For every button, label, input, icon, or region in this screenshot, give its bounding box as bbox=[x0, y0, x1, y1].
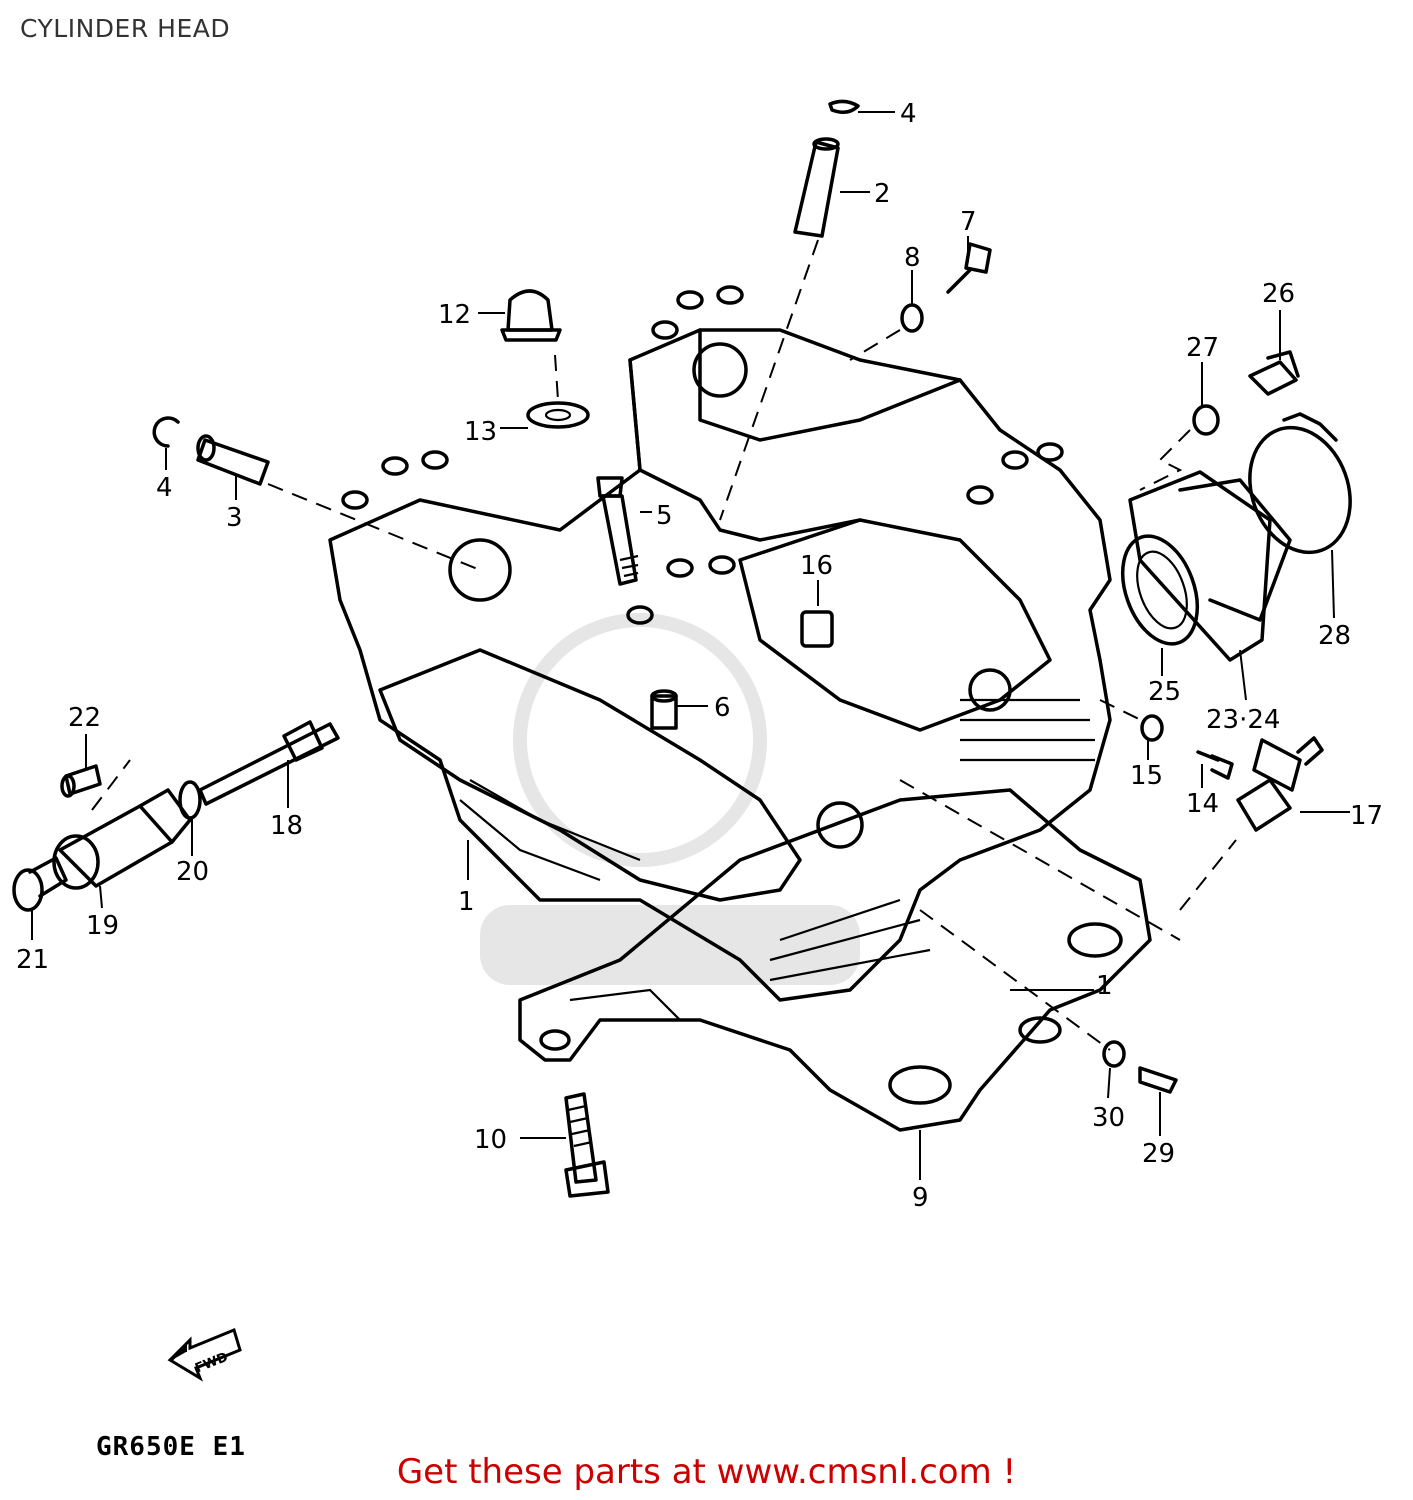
part-bolt-14 bbox=[1196, 750, 1234, 780]
part-oring-20 bbox=[178, 780, 202, 820]
part-guide-2 bbox=[793, 137, 840, 238]
callout-30: 30 bbox=[1092, 1103, 1125, 1133]
part-dowel-6 bbox=[650, 689, 678, 730]
part-clip-4-top bbox=[828, 99, 860, 114]
callout-25: 25 bbox=[1148, 677, 1181, 707]
diagram-title: CYLINDER HEAD bbox=[20, 14, 231, 43]
part-clamp-28 bbox=[1248, 412, 1352, 555]
callout-12: 12 bbox=[438, 300, 471, 330]
part-clip-4-left bbox=[152, 416, 180, 448]
callout-4: 4 bbox=[156, 473, 173, 503]
callout-13: 13 bbox=[464, 417, 497, 447]
part-plug-17 bbox=[1236, 736, 1324, 832]
callout-1: 1 bbox=[458, 887, 475, 917]
part-stud-10 bbox=[564, 1092, 610, 1198]
callout-14: 14 bbox=[1186, 789, 1219, 819]
callout-1: 1 bbox=[1096, 971, 1113, 1001]
part-oring-25 bbox=[1120, 534, 1200, 646]
callout-19: 19 bbox=[86, 911, 119, 941]
cylinder-head-body bbox=[328, 285, 1112, 1002]
callout-labels: 1 1 2 3 4 4 5 6 7 8 9 10 12 13 14 15 16 … bbox=[16, 99, 1383, 1213]
callout-10: 10 bbox=[474, 1125, 507, 1155]
part-washer-13 bbox=[526, 401, 590, 429]
callout-22: 22 bbox=[68, 703, 101, 733]
part-housing-19 bbox=[52, 788, 192, 890]
part-intake-pipe-23-24 bbox=[1128, 470, 1292, 662]
part-screw-26 bbox=[1248, 350, 1300, 396]
callout-26: 26 bbox=[1262, 279, 1295, 309]
part-cap-nut-12 bbox=[500, 289, 562, 342]
part-stud-5 bbox=[596, 476, 639, 586]
callout-2: 2 bbox=[874, 179, 891, 209]
callout-28: 28 bbox=[1318, 621, 1351, 651]
part-washer-15 bbox=[1140, 714, 1164, 742]
callout-16: 16 bbox=[800, 551, 833, 581]
leader-lines bbox=[31, 111, 1350, 1180]
part-bolt-22 bbox=[60, 764, 102, 798]
callout-15: 15 bbox=[1130, 761, 1163, 791]
callout-18: 18 bbox=[270, 811, 303, 841]
callout-6: 6 bbox=[714, 693, 731, 723]
callout-3: 3 bbox=[226, 503, 243, 533]
forward-arrow-icon: FWD bbox=[167, 1327, 242, 1382]
part-washer-27 bbox=[1192, 404, 1220, 436]
callout-9: 9 bbox=[912, 1183, 929, 1213]
callout-23-24: 23·24 bbox=[1206, 705, 1280, 735]
footer-promo-text: Get these parts at www.cmsnl.com ! bbox=[396, 1452, 1017, 1492]
callout-20: 20 bbox=[176, 857, 209, 887]
part-washer-8 bbox=[900, 303, 924, 333]
callout-29: 29 bbox=[1142, 1139, 1175, 1169]
callout-17: 17 bbox=[1350, 801, 1383, 831]
callout-27: 27 bbox=[1186, 333, 1219, 363]
model-code: GR650E E1 bbox=[96, 1432, 246, 1462]
part-screw-29 bbox=[1138, 1066, 1178, 1094]
head-gasket bbox=[518, 788, 1152, 1132]
callout-21: 21 bbox=[16, 945, 49, 975]
part-bolt-21 bbox=[12, 856, 68, 912]
part-plug-3 bbox=[196, 434, 270, 486]
part-washer-30 bbox=[1102, 1040, 1126, 1068]
dashed-guide-lines bbox=[91, 239, 1237, 1051]
callout-5: 5 bbox=[656, 501, 673, 531]
callout-7: 7 bbox=[960, 207, 977, 237]
callout-4: 4 bbox=[900, 99, 917, 129]
callout-8: 8 bbox=[904, 243, 921, 273]
part-shaft-18 bbox=[198, 720, 340, 806]
